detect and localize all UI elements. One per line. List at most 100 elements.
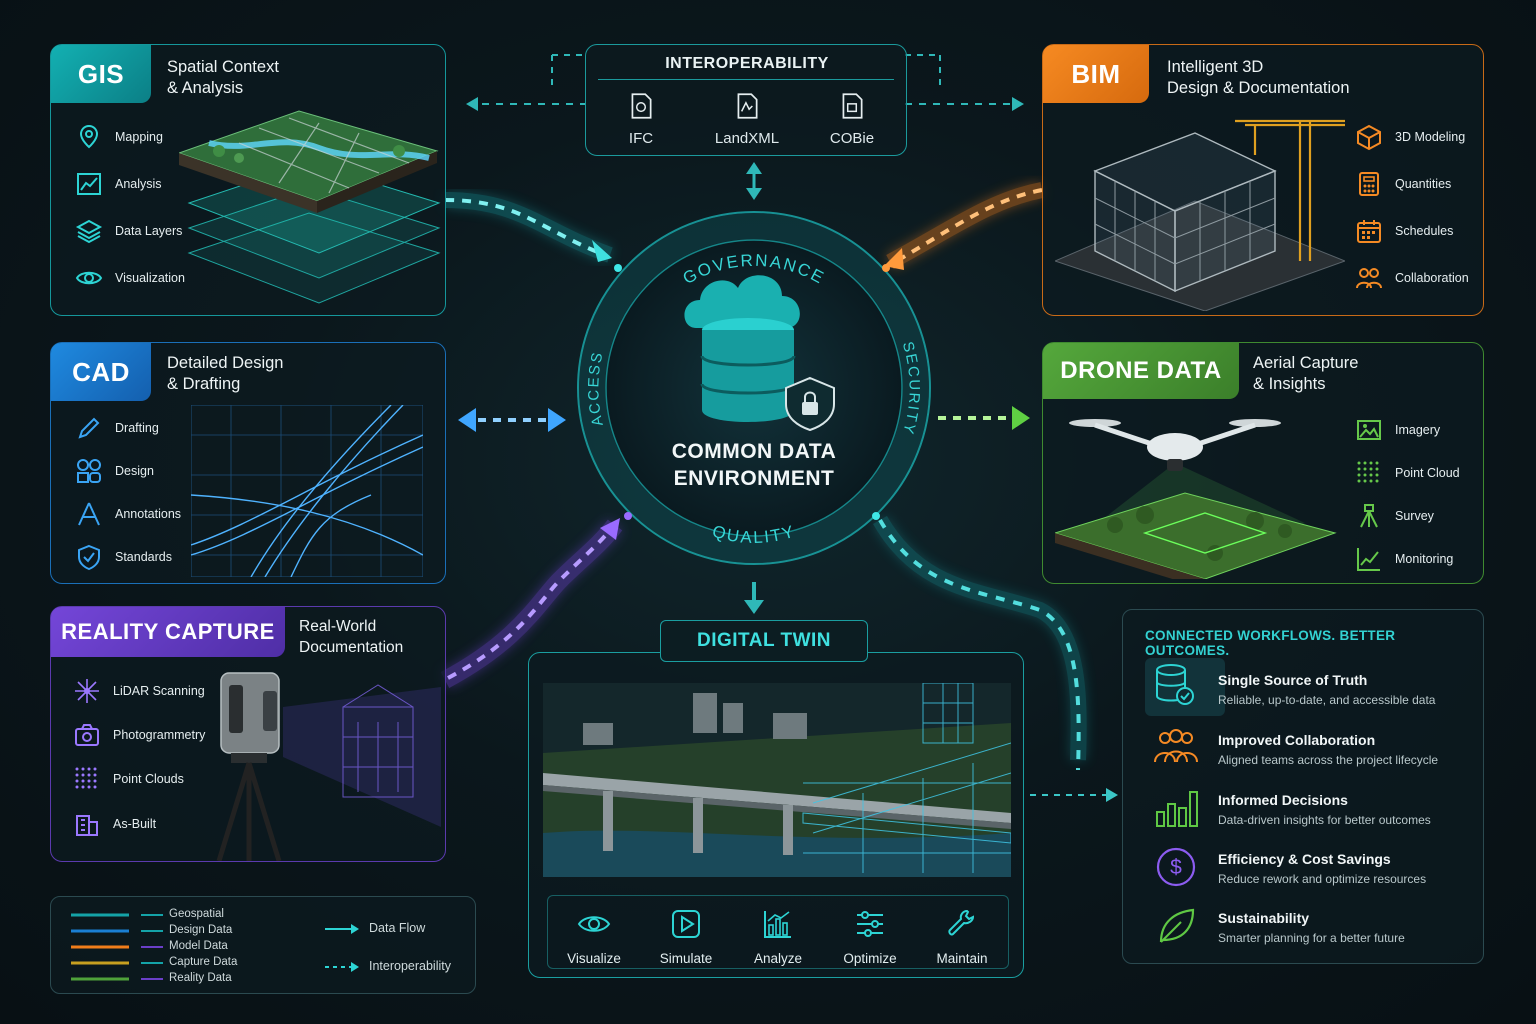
cad-tag: CAD (51, 343, 151, 401)
trend-chart-icon (1357, 548, 1380, 571)
drone-item-imagery[interactable]: Imagery (1355, 416, 1440, 444)
cde-title-line2: ENVIRONMENT (673, 467, 835, 490)
file-landxml-icon (737, 93, 758, 119)
scan-burst-icon (75, 679, 99, 703)
legend-swatches (71, 913, 163, 981)
legend-geospatial: Geospatial (169, 908, 224, 920)
point-cloud-icon (1357, 461, 1379, 483)
calculator-icon (1359, 172, 1379, 196)
interoperability-panel[interactable]: INTEROPERABILITY IFC LandXML COBie (585, 44, 907, 156)
reality-capture-tag: REALITY CAPTURE (51, 607, 285, 657)
calendar-icon (1357, 220, 1381, 243)
building-icon (76, 815, 98, 836)
bim-item-schedules[interactable]: Schedules (1355, 217, 1453, 245)
legend-capture-data: Capture Data (169, 956, 238, 968)
tool-analyze[interactable]: Analyze (733, 907, 823, 966)
legend-design-data: Design Data (169, 924, 233, 936)
tool-simulate[interactable]: Simulate (641, 907, 731, 966)
svg-text:SECURITY: SECURITY (899, 340, 923, 438)
team-icon (1356, 268, 1382, 289)
drone-icon (1069, 419, 1281, 471)
benefits-title: CONNECTED WORKFLOWS. BETTER OUTCOMES. (1145, 628, 1396, 658)
legend-interoperability: Interoperability (369, 959, 451, 973)
sliders-icon (857, 911, 883, 937)
cloud-database-icon (684, 275, 835, 432)
gis-item-data-layers[interactable]: Data Layers (75, 217, 182, 245)
file-cobie-icon (842, 93, 863, 119)
reality-item-photogrammetry[interactable]: Photogrammetry (73, 721, 205, 749)
eye-icon (577, 916, 611, 932)
team-icon (1154, 729, 1198, 763)
gis-subtitle: Spatial Context & Analysis (167, 58, 279, 97)
bim-item-quantities[interactable]: Quantities (1355, 170, 1451, 198)
legend-arrow-swatches (325, 924, 359, 972)
ring-label-access: ACCESS (585, 349, 604, 427)
reality-capture-subtitle: Real-World Documentation (299, 618, 404, 656)
file-ifc-icon (631, 93, 652, 119)
eye-icon (75, 271, 103, 285)
database-check-icon (1156, 664, 1194, 705)
drone-data-subtitle: Aerial Capture & Insights (1253, 354, 1359, 393)
gis-panel[interactable]: GIS Spatial Context & Analysis Mapping A… (50, 44, 446, 316)
cad-item-drafting[interactable]: Drafting (75, 414, 159, 442)
drone-survey-illustration (1055, 419, 1337, 579)
reality-item-lidar[interactable]: LiDAR Scanning (73, 677, 205, 705)
shield-check-icon (78, 544, 100, 571)
ring-label-security: SECURITY (899, 340, 921, 438)
gis-item-analysis[interactable]: Analysis (75, 170, 162, 198)
cad-item-standards[interactable]: Standards (75, 543, 172, 571)
bar-chart-icon (764, 911, 791, 938)
cad-item-design[interactable]: Design (75, 457, 154, 485)
tool-visualize[interactable]: Visualize (549, 907, 639, 966)
gis-item-mapping[interactable]: Mapping (75, 123, 163, 151)
tool-maintain[interactable]: Maintain (917, 907, 1007, 966)
drone-item-point-cloud[interactable]: Point Cloud (1355, 459, 1460, 487)
pencil-icon (78, 417, 100, 439)
tool-optimize[interactable]: Optimize (825, 907, 915, 966)
format-ifc[interactable]: IFC (600, 91, 682, 147)
reality-item-as-built[interactable]: As-Built (73, 810, 156, 838)
digital-twin-panel[interactable]: Visualize Simulate Analyze Optimize Main… (528, 652, 1024, 978)
drone-data-panel[interactable]: DRONE DATA Aerial Capture & Insights Ima… (1042, 342, 1484, 584)
legend-reality-data: Reality Data (169, 972, 232, 984)
common-data-environment[interactable]: GOVERNANCE QUALITY ACCESS SECURITY COMMO… (568, 196, 940, 580)
interoperability-title: INTEROPERABILITY (665, 55, 829, 72)
shapes-icon (77, 459, 101, 483)
legend-panel: Geospatial Design Data Model Data Captur… (50, 896, 476, 994)
cad-panel[interactable]: CAD Detailed Design & Drafting Drafting … (50, 342, 446, 584)
cad-item-annotations[interactable]: Annotations (75, 500, 181, 528)
cube-icon (1357, 124, 1381, 151)
chart-icon (77, 173, 101, 195)
svg-text:ACCESS: ACCESS (585, 349, 606, 427)
camera-icon (75, 724, 99, 746)
bim-item-collaboration[interactable]: Collaboration (1355, 264, 1469, 292)
layers-icon (75, 219, 103, 244)
image-icon (1357, 420, 1381, 440)
wrench-icon (948, 909, 975, 936)
cad-road-drawing-illustration (191, 405, 423, 577)
drone-item-monitoring[interactable]: Monitoring (1355, 545, 1453, 573)
benefit-decisions: Informed Decisions Data-driven insights … (1218, 792, 1431, 827)
drone-data-tag: DRONE DATA (1043, 343, 1239, 399)
benefit-sustainability: Sustainability Smarter planning for a be… (1218, 910, 1405, 945)
reality-capture-panel[interactable]: REALITY CAPTURE Real-World Documentation… (50, 606, 446, 862)
gis-item-visualization[interactable]: Visualization (75, 264, 185, 292)
format-landxml[interactable]: LandXML (698, 91, 796, 147)
legend-model-data: Model Data (169, 940, 228, 952)
legend-data-flow: Data Flow (369, 921, 426, 935)
gis-terrain-layers-illustration (179, 110, 441, 304)
bim-panel[interactable]: BIM Intelligent 3D Design & Documentatio… (1042, 44, 1484, 316)
benefit-collaboration: Improved Collaboration Aligned teams acr… (1218, 732, 1439, 767)
drone-item-survey[interactable]: Survey (1355, 502, 1434, 530)
map-pin-icon (79, 124, 99, 149)
format-cobie[interactable]: COBie (810, 91, 894, 147)
dollar-icon: $ (1156, 847, 1196, 887)
reality-item-point-clouds[interactable]: Point Clouds (73, 765, 184, 793)
bim-item-3d-modeling[interactable]: 3D Modeling (1355, 123, 1465, 151)
benefits-panel[interactable]: CONNECTED WORKFLOWS. BETTER OUTCOMES. Si… (1122, 609, 1484, 964)
svg-text:$: $ (1170, 856, 1182, 879)
cde-ring: GOVERNANCE QUALITY ACCESS SECURITY (577, 211, 931, 565)
compass-icon (78, 502, 100, 526)
gis-tag: GIS (51, 45, 151, 103)
